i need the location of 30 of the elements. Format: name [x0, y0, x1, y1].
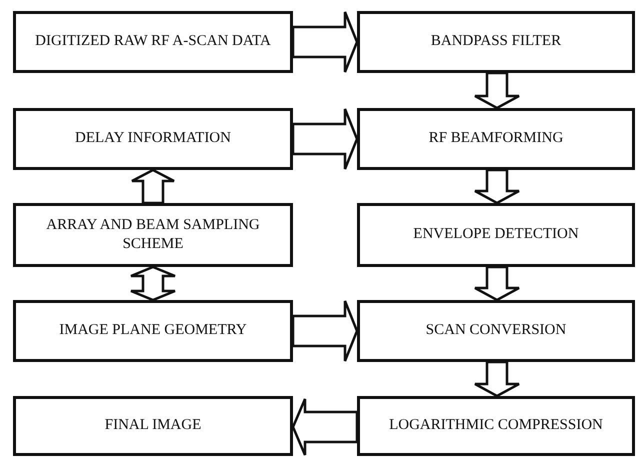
block-arrow: [130, 168, 176, 204]
process-box: [357, 11, 635, 73]
box-label: BANDPASS FILTER: [430, 32, 562, 52]
block-arrow: [474, 360, 520, 398]
process-box: [357, 108, 635, 170]
box-label: DIGITIZED RAW RF A-SCAN DATA: [35, 32, 271, 52]
box-label: ARRAY AND BEAM SAMPLING SCHEME: [45, 216, 261, 254]
process-box: [13, 11, 293, 73]
block-arrow: [292, 108, 358, 170]
box-label: RF BEAMFORMING: [428, 129, 564, 148]
process-box: [357, 396, 635, 456]
block-arrow: [474, 72, 520, 110]
process-box: [13, 396, 293, 456]
block-arrow: [292, 300, 358, 362]
block-arrow: [292, 398, 358, 456]
box-label: IMAGE PLANE GEOMETRY: [59, 321, 247, 340]
box-label: LOGARITHMIC COMPRESSION: [389, 416, 603, 436]
process-box: [13, 108, 293, 170]
block-arrow: [474, 168, 520, 204]
box-label: FINAL IMAGE: [104, 416, 202, 436]
block-arrow: [130, 266, 176, 302]
box-label: SCAN CONVERSION: [426, 321, 566, 340]
block-arrow: [474, 266, 520, 302]
process-box: [13, 300, 293, 362]
process-box: [357, 203, 635, 267]
block-arrow: [292, 10, 358, 74]
box-label: DELAY INFORMATION: [75, 129, 231, 148]
process-box: [13, 203, 293, 267]
box-label: ENVELOPE DETECTION: [413, 225, 579, 244]
process-box: [357, 300, 635, 362]
